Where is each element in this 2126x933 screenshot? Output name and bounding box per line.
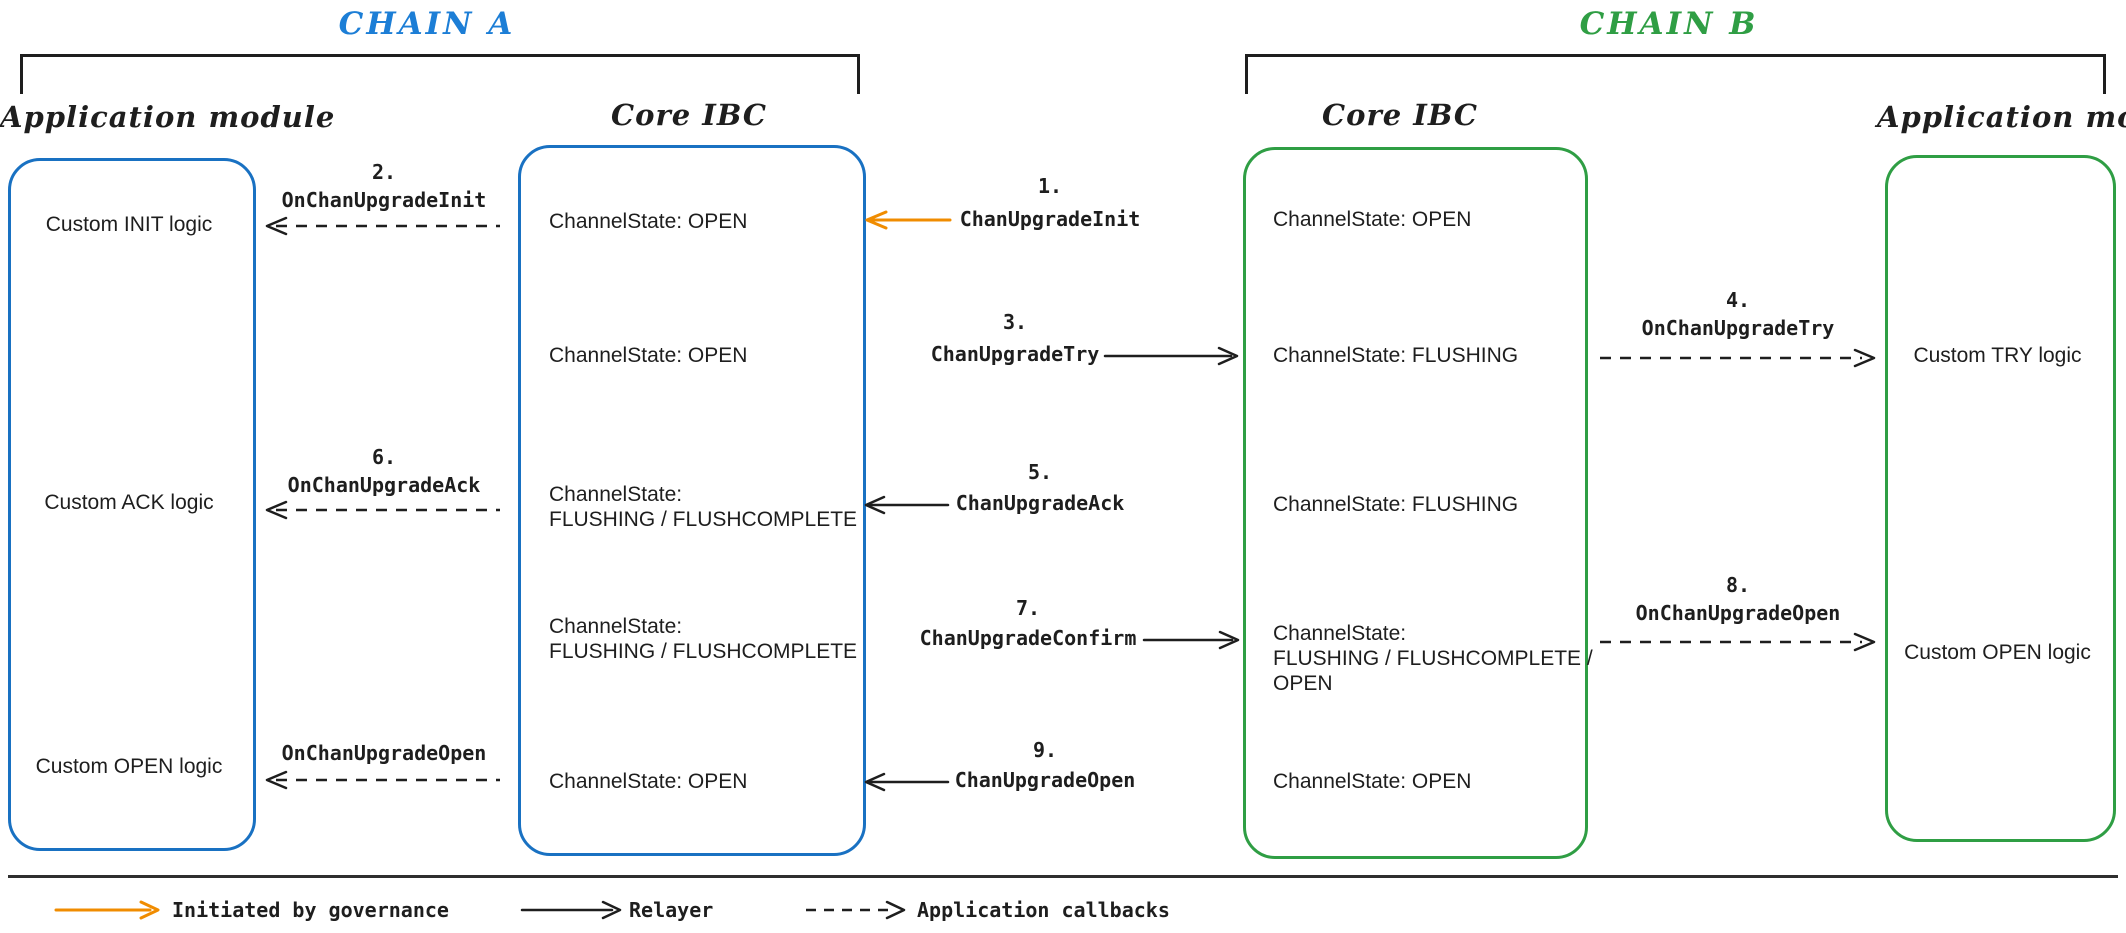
legend-callbacks-arrow-icon — [806, 900, 906, 920]
legend-relayer-arrow-icon — [520, 900, 622, 920]
callback-arrow-on-chan-upgrade-open-a — [265, 770, 500, 790]
custom-open-logic-row-a: Custom OPEN logic — [35, 755, 223, 778]
chain-a-core-ibc-title: Core IBC — [611, 98, 767, 132]
chain-a-application-module-title: Application module — [0, 100, 336, 134]
msg-9-label: ChanUpgradeOpen — [954, 768, 1136, 792]
b-core-state-row-1: ChannelState: OPEN — [1273, 208, 1472, 231]
msg-5-label: ChanUpgradeAck — [955, 491, 1125, 515]
msg-3-label: ChanUpgradeTry — [930, 342, 1100, 366]
legend-callbacks-label: Application callbacks — [917, 898, 1170, 922]
relayer-arrow-chan-upgrade-confirm — [1142, 630, 1240, 650]
legend-governance-label: Initiated by governance — [172, 898, 449, 922]
custom-init-logic-row: Custom INIT logic — [45, 213, 213, 236]
custom-open-logic-row-b: Custom OPEN logic — [1904, 641, 2091, 664]
legend-relayer-label: Relayer — [629, 898, 714, 922]
legend-divider — [8, 875, 2118, 878]
box-chain-a-core-ibc — [518, 145, 866, 856]
box-chain-b-application-module — [1885, 155, 2116, 842]
chain-b-application-module-title: Application module — [1877, 100, 2126, 134]
msg-1-label: ChanUpgradeInit — [959, 207, 1141, 231]
relayer-arrow-chan-upgrade-try — [1103, 346, 1239, 366]
governance-arrow-chan-upgrade-init — [865, 210, 952, 230]
legend-governance-arrow-icon — [54, 900, 160, 920]
msg-3-number: 3. — [1002, 310, 1028, 334]
b-core-state-row-4: ChannelState: FLUSHING / FLUSHCOMPLETE /… — [1273, 622, 1593, 695]
custom-ack-logic-row: Custom ACK logic — [44, 491, 214, 514]
chain-a-title: CHAIN A — [338, 6, 516, 42]
msg-6-number: 6. — [371, 445, 397, 469]
b-core-state-row-2: ChannelState: FLUSHING — [1273, 344, 1519, 367]
callback-arrow-on-chan-upgrade-try — [1600, 348, 1876, 368]
msg-7-number: 7. — [1015, 596, 1041, 620]
callback-arrow-on-chan-upgrade-open-b — [1600, 632, 1876, 652]
a-core-state-row-2: ChannelState: OPEN — [549, 344, 748, 367]
box-chain-b-core-ibc — [1243, 147, 1588, 859]
custom-try-logic-row: Custom TRY logic — [1913, 344, 2082, 367]
callback-arrow-on-chan-upgrade-ack — [265, 500, 500, 520]
msg-7-label: ChanUpgradeConfirm — [919, 626, 1137, 650]
chain-b-core-ibc-title: Core IBC — [1322, 98, 1478, 132]
msg-4-label: OnChanUpgradeTry — [1641, 316, 1835, 340]
msg-10-label: OnChanUpgradeOpen — [281, 741, 487, 765]
chain-a-bracket — [20, 54, 860, 94]
callback-arrow-on-chan-upgrade-init — [265, 216, 500, 236]
msg-2-number: 2. — [371, 160, 397, 184]
msg-6-label: OnChanUpgradeAck — [287, 473, 481, 497]
msg-4-number: 4. — [1725, 288, 1751, 312]
a-core-state-row-4: ChannelState: FLUSHING / FLUSHCOMPLETE — [549, 615, 858, 663]
a-core-state-row-1: ChannelState: OPEN — [549, 210, 748, 233]
msg-8-label: OnChanUpgradeOpen — [1635, 601, 1841, 625]
msg-2-label: OnChanUpgradeInit — [281, 188, 487, 212]
chain-b-title: CHAIN B — [1579, 6, 1759, 42]
msg-5-number: 5. — [1027, 460, 1053, 484]
relayer-arrow-chan-upgrade-ack — [864, 495, 950, 515]
b-core-state-row-3: ChannelState: FLUSHING — [1273, 493, 1519, 516]
chain-b-bracket — [1245, 54, 2106, 94]
box-chain-a-application-module — [8, 158, 256, 851]
a-core-state-row-3: ChannelState: FLUSHING / FLUSHCOMPLETE — [549, 483, 858, 531]
relayer-arrow-chan-upgrade-open — [864, 772, 950, 792]
a-core-state-row-5: ChannelState: OPEN — [549, 770, 748, 793]
msg-8-number: 8. — [1725, 573, 1751, 597]
msg-9-number: 9. — [1032, 738, 1058, 762]
b-core-state-row-5: ChannelState: OPEN — [1273, 770, 1472, 793]
msg-1-number: 1. — [1037, 174, 1063, 198]
